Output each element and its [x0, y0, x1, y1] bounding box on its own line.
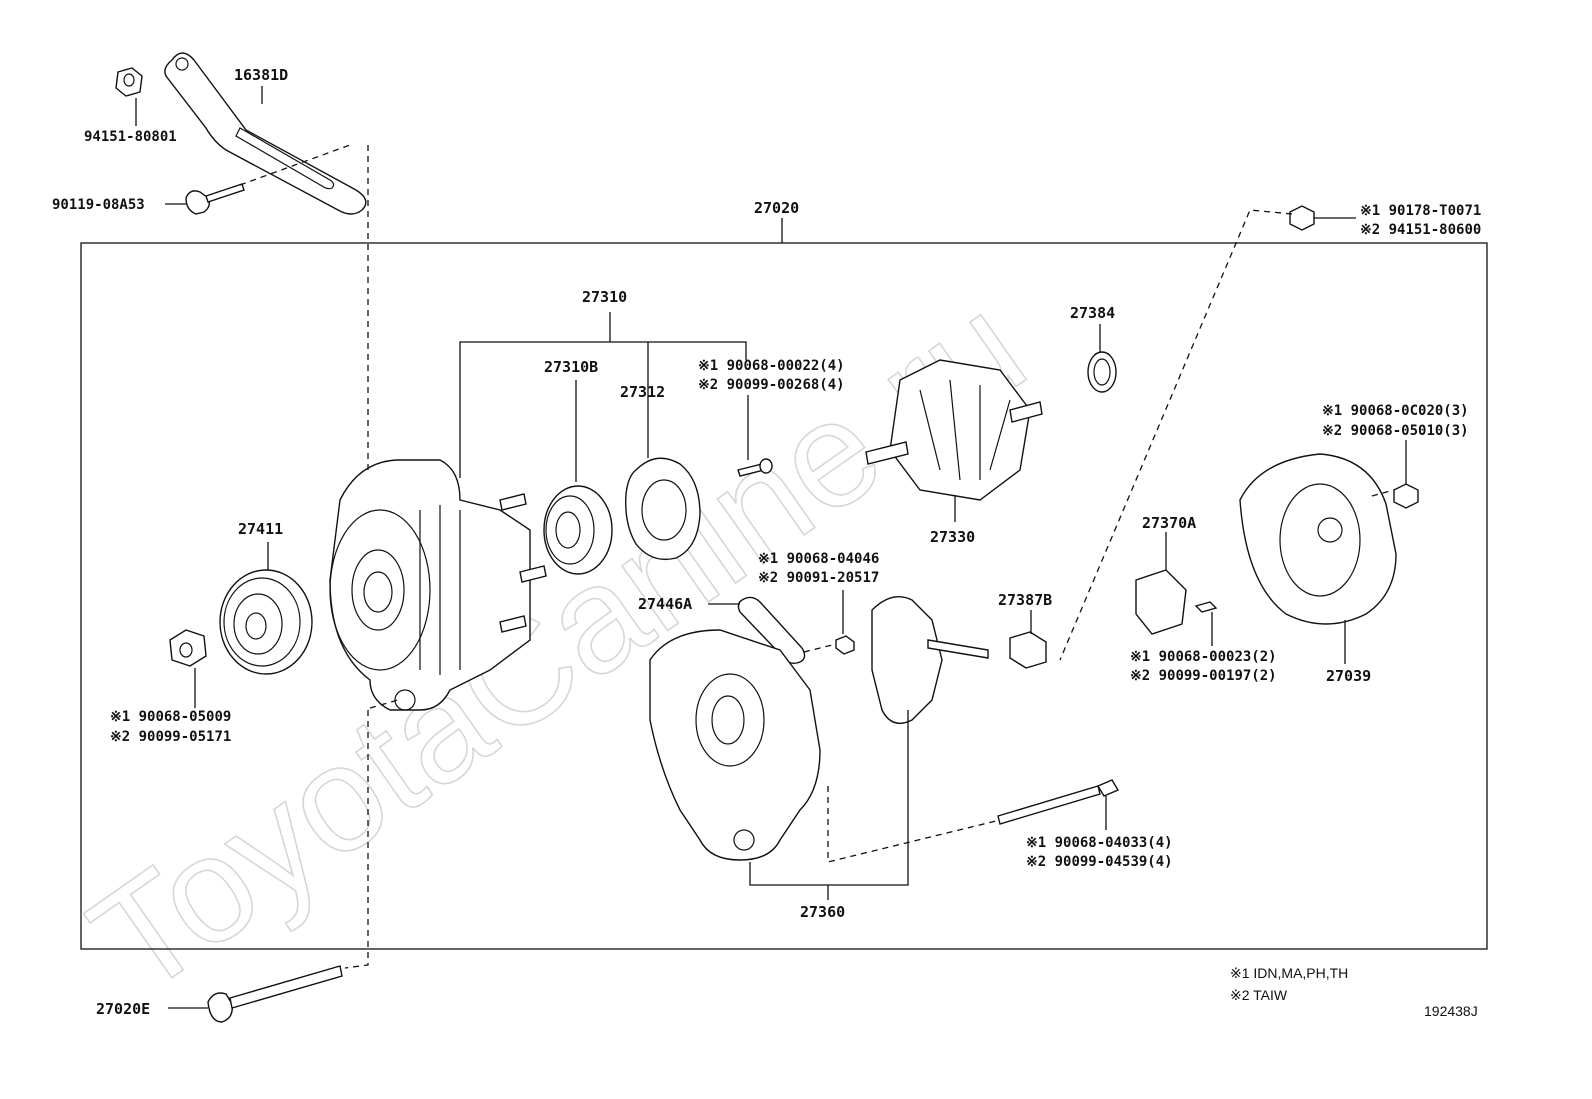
label-94151-80600: ※2 94151-80600 [1360, 222, 1481, 238]
assembly-frame [80, 242, 1488, 950]
front-housing-27310 [329, 459, 547, 711]
label-27039: 27039 [1326, 667, 1371, 685]
legend-line-2: ※2 TAIW [1230, 987, 1288, 1003]
bolt-90068-00023 [1194, 601, 1218, 613]
retainer-plate-27312 [625, 457, 701, 561]
label-90068-00023: ※1 90068-00023(2) [1130, 649, 1277, 665]
label-90099-04539: ※2 90099-04539(4) [1026, 854, 1173, 870]
label-27310: 27310 [582, 288, 627, 306]
label-27370A: 27370A [1142, 514, 1196, 532]
label-27312: 27312 [620, 383, 665, 401]
rear-housing-27360 [649, 629, 821, 861]
label-27446A: 27446A [638, 595, 692, 613]
rear-cover-27039 [1239, 453, 1397, 625]
label-27330: 27330 [930, 528, 975, 546]
plate-27446A [737, 596, 806, 665]
bolt-90068-00022 [737, 458, 773, 477]
label-90068-00022: ※1 90068-00022(4) [698, 358, 845, 374]
nut-90068-0C020 [1393, 483, 1419, 509]
bolt-27020E [207, 965, 343, 1023]
brush-holder-27360 [871, 596, 989, 724]
label-27387B: 27387B [998, 591, 1052, 609]
label-90119-08A53: 90119-08A53 [52, 197, 145, 213]
label-90068-04033: ※1 90068-04033(4) [1026, 835, 1173, 851]
bracket-16381D [164, 52, 367, 215]
label-27020: 27020 [754, 199, 799, 217]
label-27310B: 27310B [544, 358, 598, 376]
label-90099-00197: ※2 90099-00197(2) [1130, 668, 1277, 684]
nut-90068-05009 [169, 629, 207, 667]
label-27360: 27360 [800, 903, 845, 921]
nut-94151-80801 [115, 67, 143, 97]
label-90099-05171: ※2 90099-05171 [110, 729, 231, 745]
washer-27384 [1087, 351, 1117, 393]
label-90099-00268: ※2 90099-00268(4) [698, 377, 845, 393]
bearing-27310B [543, 485, 613, 575]
label-90178-T0071: ※1 90178-T0071 [1360, 203, 1481, 219]
label-27384: 27384 [1070, 304, 1115, 322]
diagram-id: 192438J [1424, 1003, 1478, 1019]
label-90068-04046: ※1 90068-04046 [758, 551, 879, 567]
through-bolt-90068-04033 [997, 779, 1120, 825]
label-90068-05009: ※1 90068-05009 [110, 709, 231, 725]
label-27411: 27411 [238, 520, 283, 538]
nut-90178-T0071 [1289, 205, 1315, 231]
label-27020E: 27020E [96, 1000, 150, 1018]
regulator-27370A [1135, 569, 1187, 635]
bolt-90119-08A53 [185, 183, 245, 215]
label-94151-80801: 94151-80801 [84, 129, 177, 145]
label-90091-20517: ※2 90091-20517 [758, 570, 879, 586]
bolt-90068-04046 [835, 635, 855, 655]
cap-27387B [1009, 631, 1047, 669]
label-16381D: 16381D [234, 66, 288, 84]
label-90068-05010: ※2 90068-05010(3) [1322, 423, 1469, 439]
legend-line-1: ※1 IDN,MA,PH,TH [1230, 965, 1348, 981]
rotor-27330 [865, 359, 1043, 501]
pulley-27411 [219, 569, 313, 675]
label-90068-0C020: ※1 90068-0C020(3) [1322, 403, 1469, 419]
